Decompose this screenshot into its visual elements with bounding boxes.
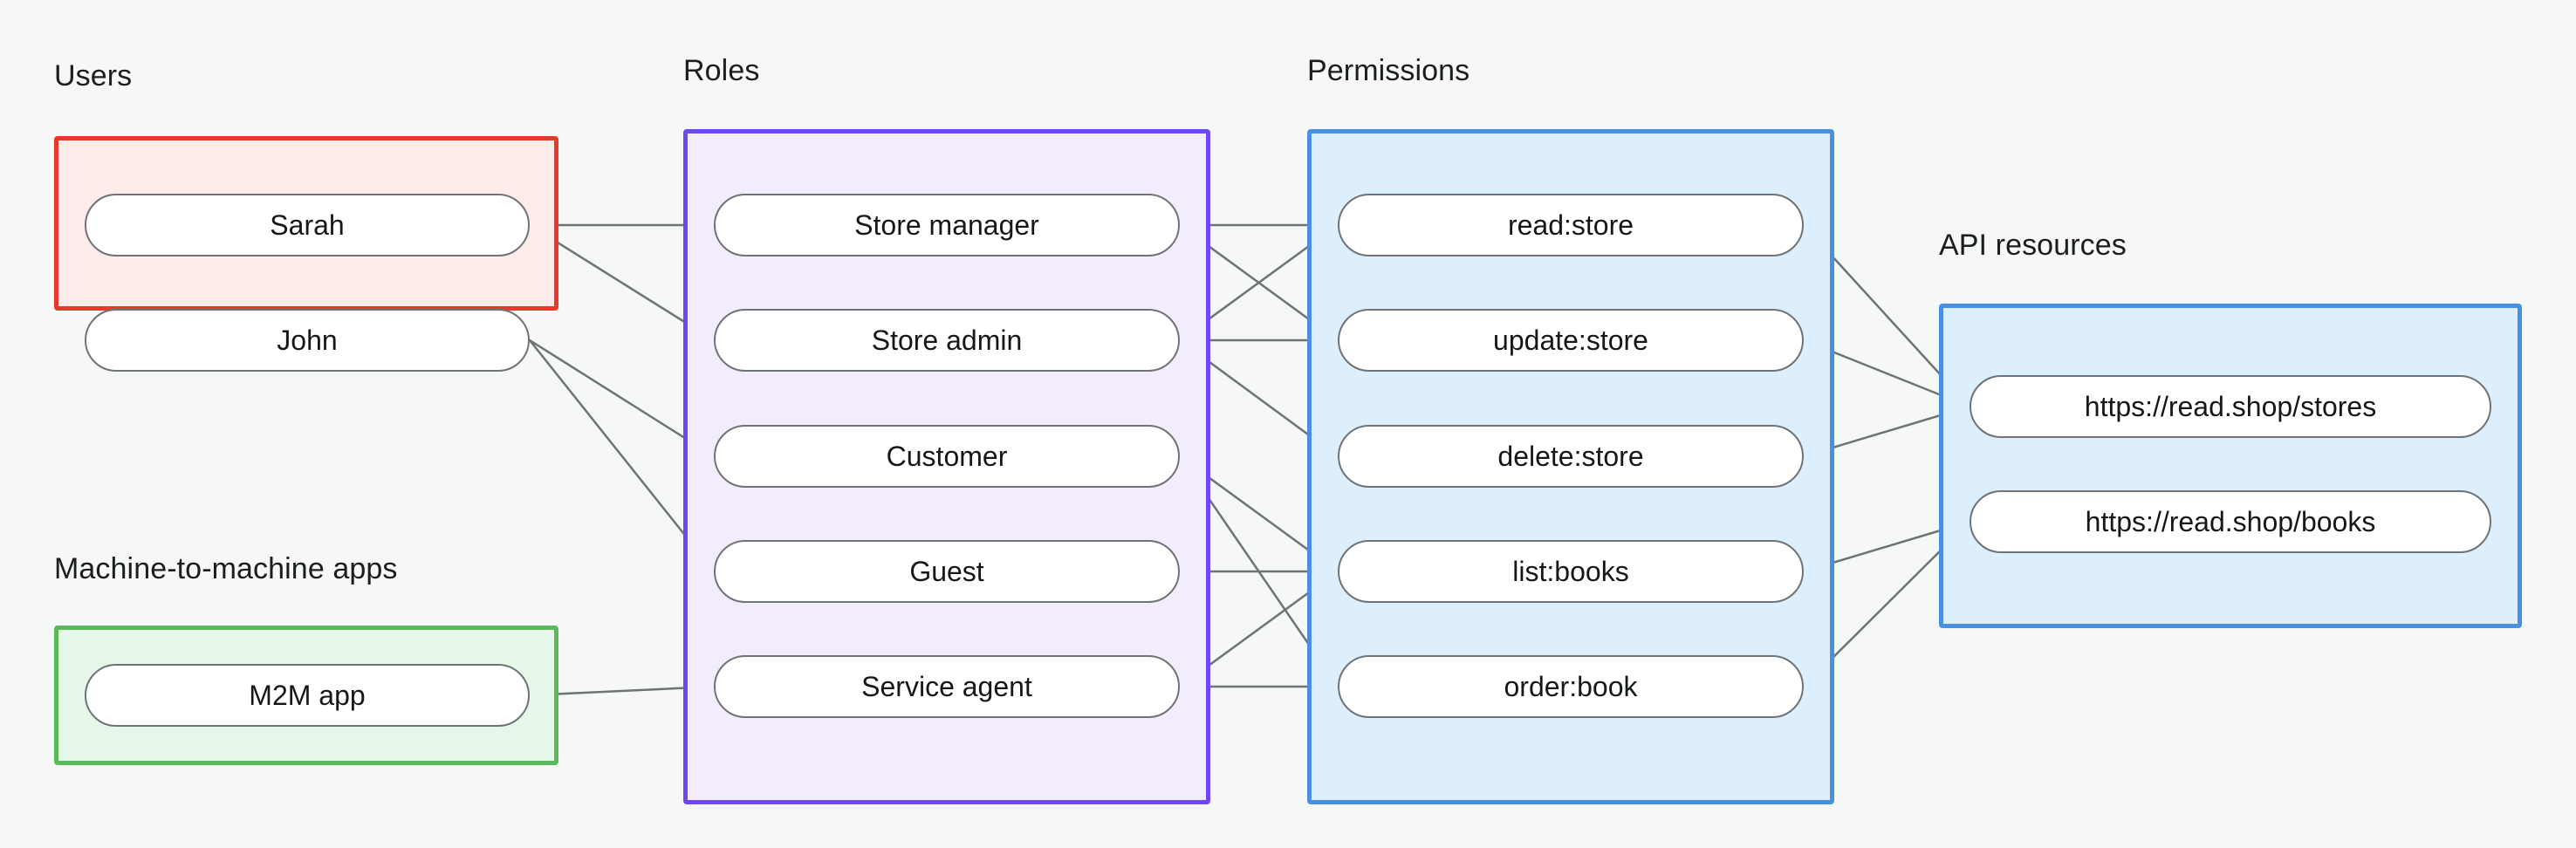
group-title-users: Users: [54, 59, 133, 92]
node-list-books[interactable]: list:books: [1338, 540, 1804, 603]
node-service-agent[interactable]: Service agent: [714, 655, 1180, 718]
node-label-store-manager: Store manager: [854, 209, 1039, 241]
node-label-store-admin: Store admin: [871, 324, 1023, 356]
node-label-update-store: update:store: [1493, 324, 1648, 356]
node-label-read-store: read:store: [1507, 209, 1634, 241]
node-store-manager[interactable]: Store manager: [714, 194, 1180, 256]
node-read-shop-stores[interactable]: https://read.shop/stores: [1970, 375, 2491, 438]
group-title-roles: Roles: [683, 54, 760, 87]
node-label-delete-store: delete:store: [1497, 440, 1644, 472]
node-label-service-agent: Service agent: [861, 670, 1032, 702]
node-label-m2m-app: M2M app: [249, 679, 366, 711]
node-label-order-book: order:book: [1504, 670, 1638, 702]
node-sarah[interactable]: Sarah: [85, 194, 530, 256]
node-john[interactable]: John: [85, 309, 530, 372]
node-read-shop-books[interactable]: https://read.shop/books: [1970, 490, 2491, 553]
node-label-customer: Customer: [886, 440, 1008, 472]
node-label-list-books: list:books: [1512, 555, 1629, 587]
node-label-sarah: Sarah: [270, 209, 345, 241]
node-label-read-shop-stores: https://read.shop/stores: [2084, 390, 2377, 422]
node-order-book[interactable]: order:book: [1338, 655, 1804, 718]
group-title-api-resources: API resources: [1939, 229, 2127, 262]
group-title-m2m: Machine-to-machine apps: [54, 552, 398, 585]
node-update-store[interactable]: update:store: [1338, 309, 1804, 372]
node-label-read-shop-books: https://read.shop/books: [2085, 505, 2376, 537]
node-store-admin[interactable]: Store admin: [714, 309, 1180, 372]
node-label-guest: Guest: [909, 555, 984, 587]
node-delete-store[interactable]: delete:store: [1338, 425, 1804, 488]
node-read-store[interactable]: read:store: [1338, 194, 1804, 256]
node-label-john: John: [277, 324, 338, 356]
node-guest[interactable]: Guest: [714, 540, 1180, 603]
group-title-permissions: Permissions: [1307, 54, 1470, 87]
node-m2m-app[interactable]: M2M app: [85, 664, 530, 727]
node-customer[interactable]: Customer: [714, 425, 1180, 488]
group-box-api-resources: [1939, 304, 2522, 628]
